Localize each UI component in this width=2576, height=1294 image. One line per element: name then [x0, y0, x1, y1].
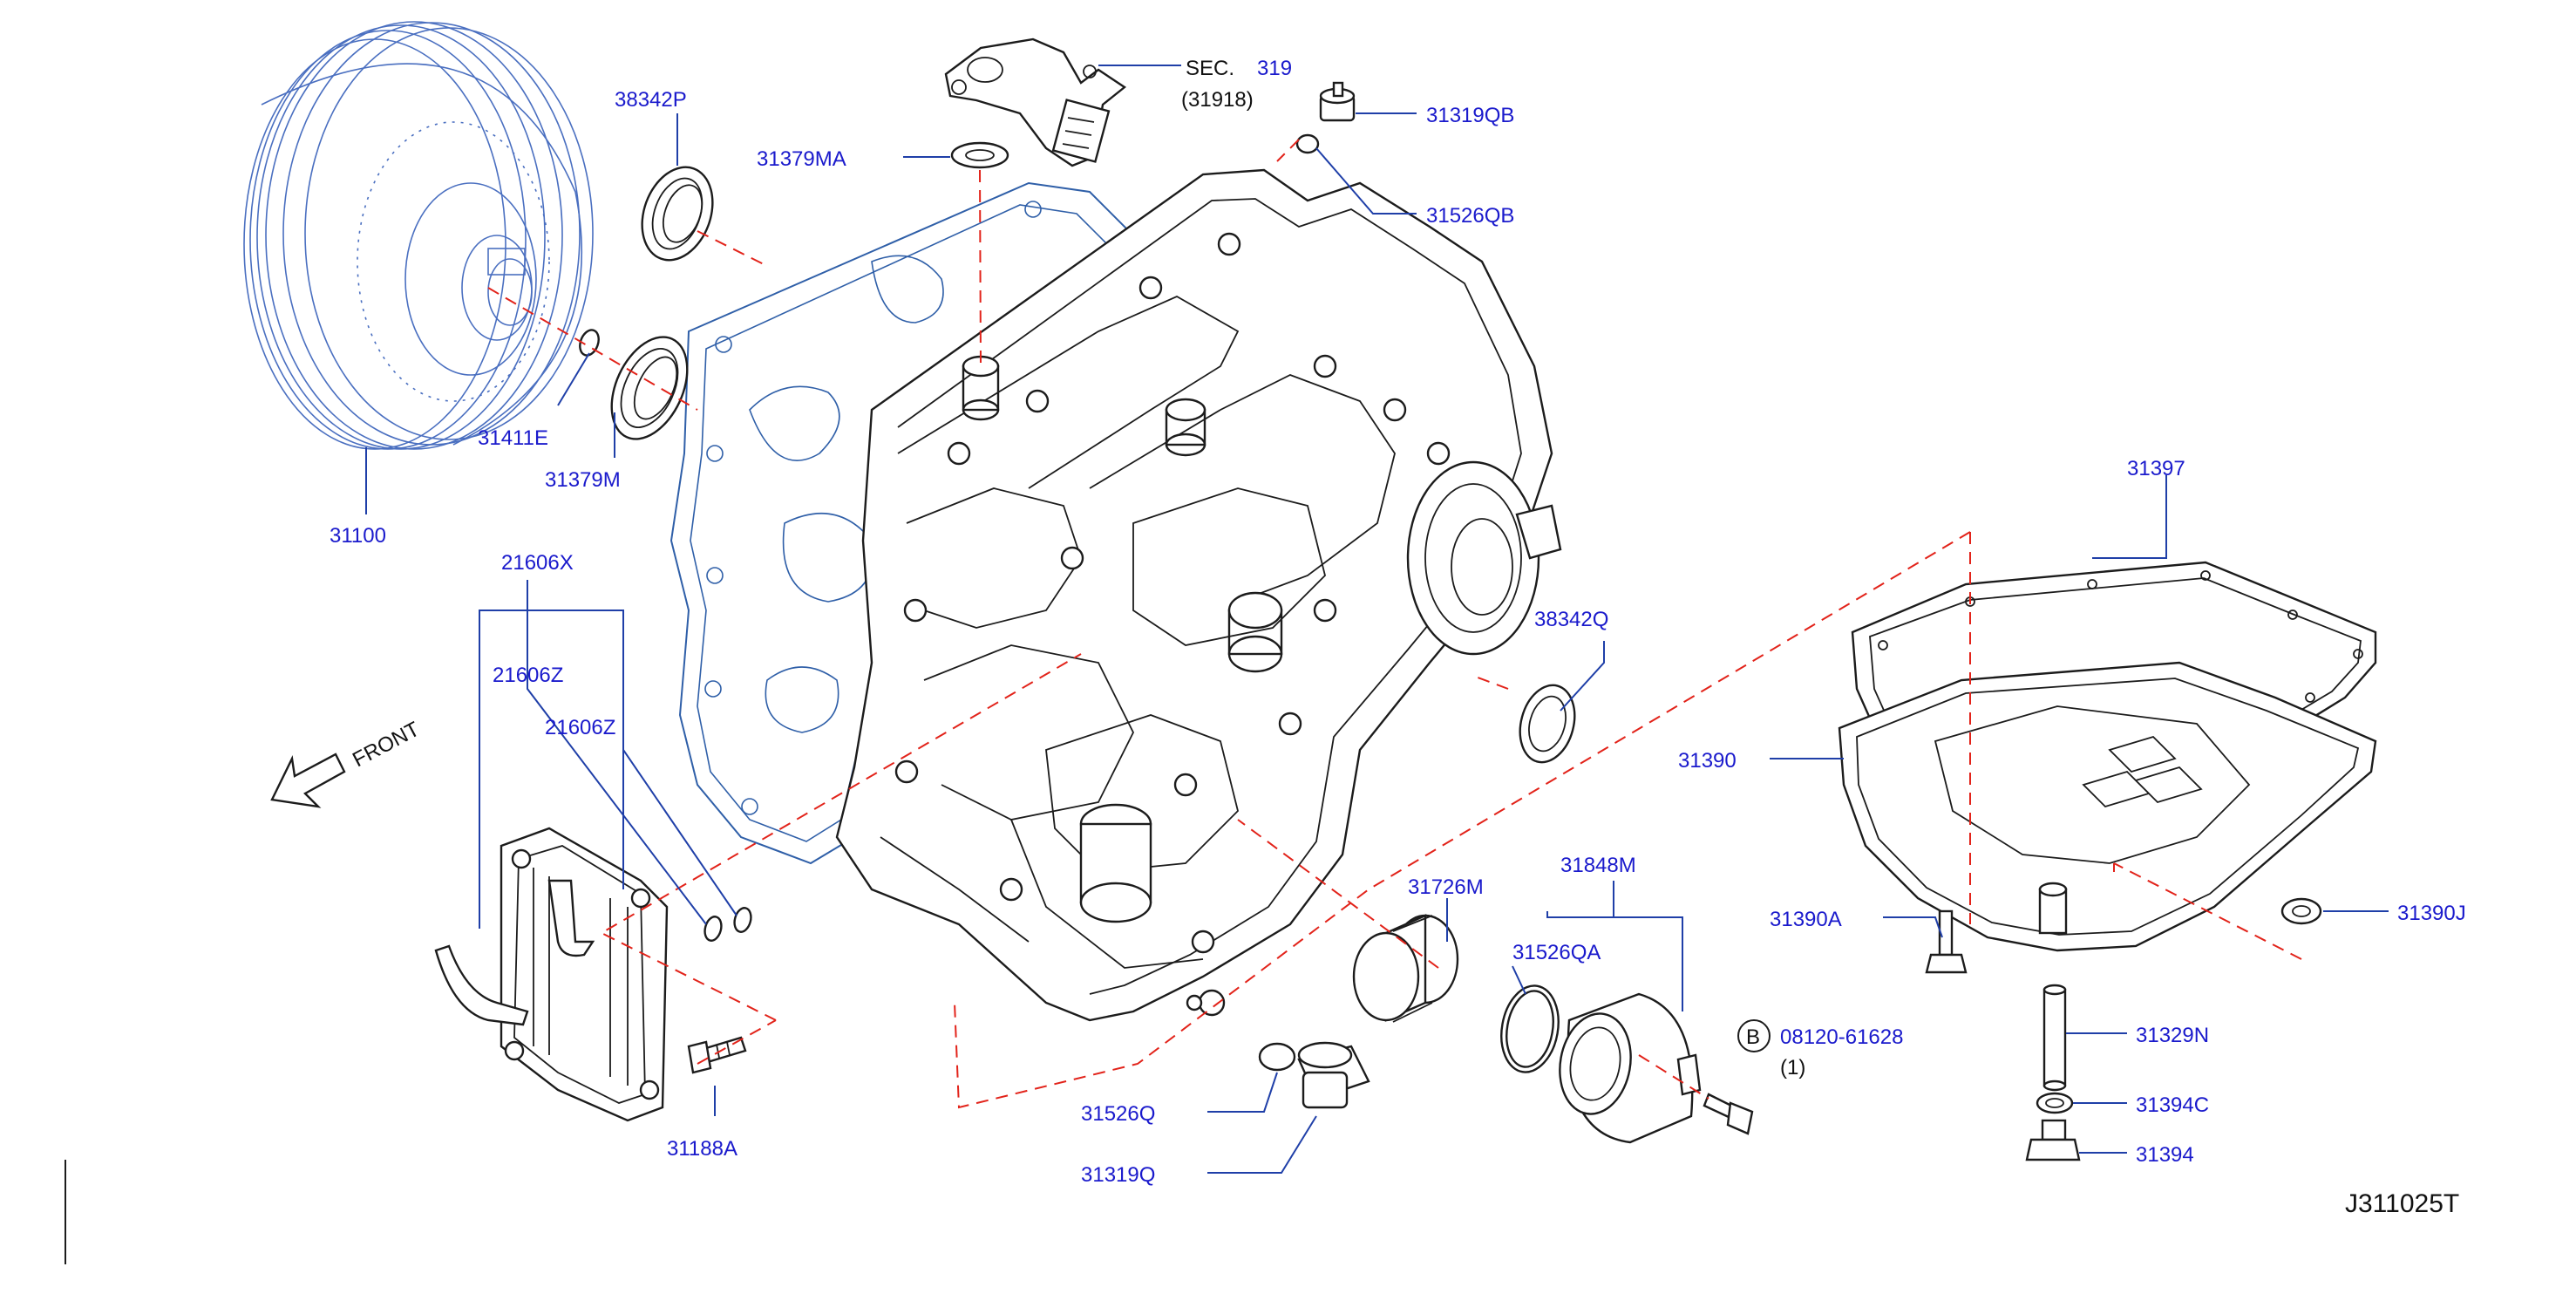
label-38342P[interactable]: 38342P	[615, 88, 687, 112]
label-21606Z-a[interactable]: 21606Z	[493, 664, 563, 687]
label-31390[interactable]: 31390	[1678, 749, 1737, 773]
strainer-31726M[interactable]	[1352, 914, 1459, 1023]
oil-seal-38342P[interactable]	[629, 157, 724, 269]
label-31526Q[interactable]: 31526Q	[1081, 1102, 1155, 1126]
torque-converter-31100[interactable]	[243, 21, 594, 450]
label-21606Z-b[interactable]: 21606Z	[545, 716, 615, 739]
plug-31319Q[interactable]	[1297, 1041, 1370, 1109]
label-31379MA[interactable]: 31379MA	[757, 147, 846, 171]
front-label: FRONT	[349, 717, 424, 772]
washer-31390J[interactable]	[2280, 897, 2322, 925]
label-31394[interactable]: 31394	[2136, 1143, 2194, 1167]
label-31319Q[interactable]: 31319Q	[1081, 1163, 1155, 1187]
label-31100[interactable]: 31100	[330, 524, 386, 548]
label-31397[interactable]: 31397	[2127, 457, 2185, 480]
label-31379M[interactable]: 31379M	[545, 468, 621, 492]
plug-31394[interactable]	[2025, 1119, 2081, 1161]
label-31394C[interactable]: 31394C	[2136, 1093, 2209, 1117]
washer-31526Q[interactable]	[1258, 1042, 1296, 1072]
washer-31526QB[interactable]	[1295, 133, 1320, 154]
dashed-assembly-guides	[487, 139, 2302, 1109]
diagram-code: J311025T	[2345, 1189, 2459, 1218]
label-31188A[interactable]: 31188A	[667, 1137, 737, 1161]
washer-31394C[interactable]	[2036, 1092, 2074, 1114]
bolt-31390A[interactable]	[1925, 909, 1968, 974]
part-labels: 38342P 31379MA SEC. 319 (31918) 31319QB …	[330, 57, 2466, 1218]
badge-b: B	[1746, 1025, 1760, 1049]
label-31390A[interactable]: 31390A	[1770, 908, 1842, 931]
front-direction-arrow: FRONT	[270, 717, 424, 808]
label-31411E[interactable]: 31411E	[478, 426, 548, 450]
tube-31329N[interactable]	[2042, 984, 2067, 1092]
label-31319QB[interactable]: 31319QB	[1426, 104, 1514, 127]
label-sec-319[interactable]: 319	[1257, 57, 1292, 80]
label-31390J[interactable]: 31390J	[2397, 902, 2466, 925]
o-ring-31411E[interactable]	[576, 327, 602, 358]
bolt-08120-61628[interactable]	[1703, 1093, 1754, 1135]
oil-cooler-21606X[interactable]	[434, 827, 669, 1122]
label-21606X[interactable]: 21606X	[501, 551, 574, 575]
seal-31379MA[interactable]	[950, 141, 1009, 169]
plug-31319QB[interactable]	[1319, 81, 1356, 122]
label-38342Q[interactable]: 38342Q	[1534, 608, 1608, 631]
transmission-case[interactable]	[835, 168, 1562, 1022]
label-31726M[interactable]: 31726M	[1408, 875, 1484, 899]
leader-lines	[365, 65, 2389, 1174]
oil-filter-31848M[interactable]	[1553, 992, 1702, 1144]
label-08120-qty: (1)	[1780, 1056, 1805, 1079]
label-sec-sub: (31918)	[1181, 88, 1254, 112]
label-sec: SEC.	[1186, 57, 1234, 80]
sensor-sec-319[interactable]	[944, 37, 1127, 167]
label-31848M[interactable]: 31848M	[1560, 854, 1636, 877]
oil-seal-38342Q[interactable]	[1512, 679, 1582, 768]
label-08120-61628[interactable]: 08120-61628	[1780, 1025, 1903, 1049]
o-ring-31526QA[interactable]	[1495, 981, 1565, 1077]
badge-b-circle	[1737, 1019, 1771, 1052]
o-ring-21606Z-b[interactable]	[732, 906, 754, 934]
label-31526QA[interactable]: 31526QA	[1512, 941, 1601, 964]
o-ring-21606Z-a[interactable]	[703, 915, 724, 943]
label-31329N[interactable]: 31329N	[2136, 1024, 2209, 1047]
label-31526QB[interactable]: 31526QB	[1426, 204, 1514, 228]
oil-seal-31379M[interactable]	[596, 325, 702, 452]
oil-pan-31390[interactable]	[1838, 661, 2377, 952]
